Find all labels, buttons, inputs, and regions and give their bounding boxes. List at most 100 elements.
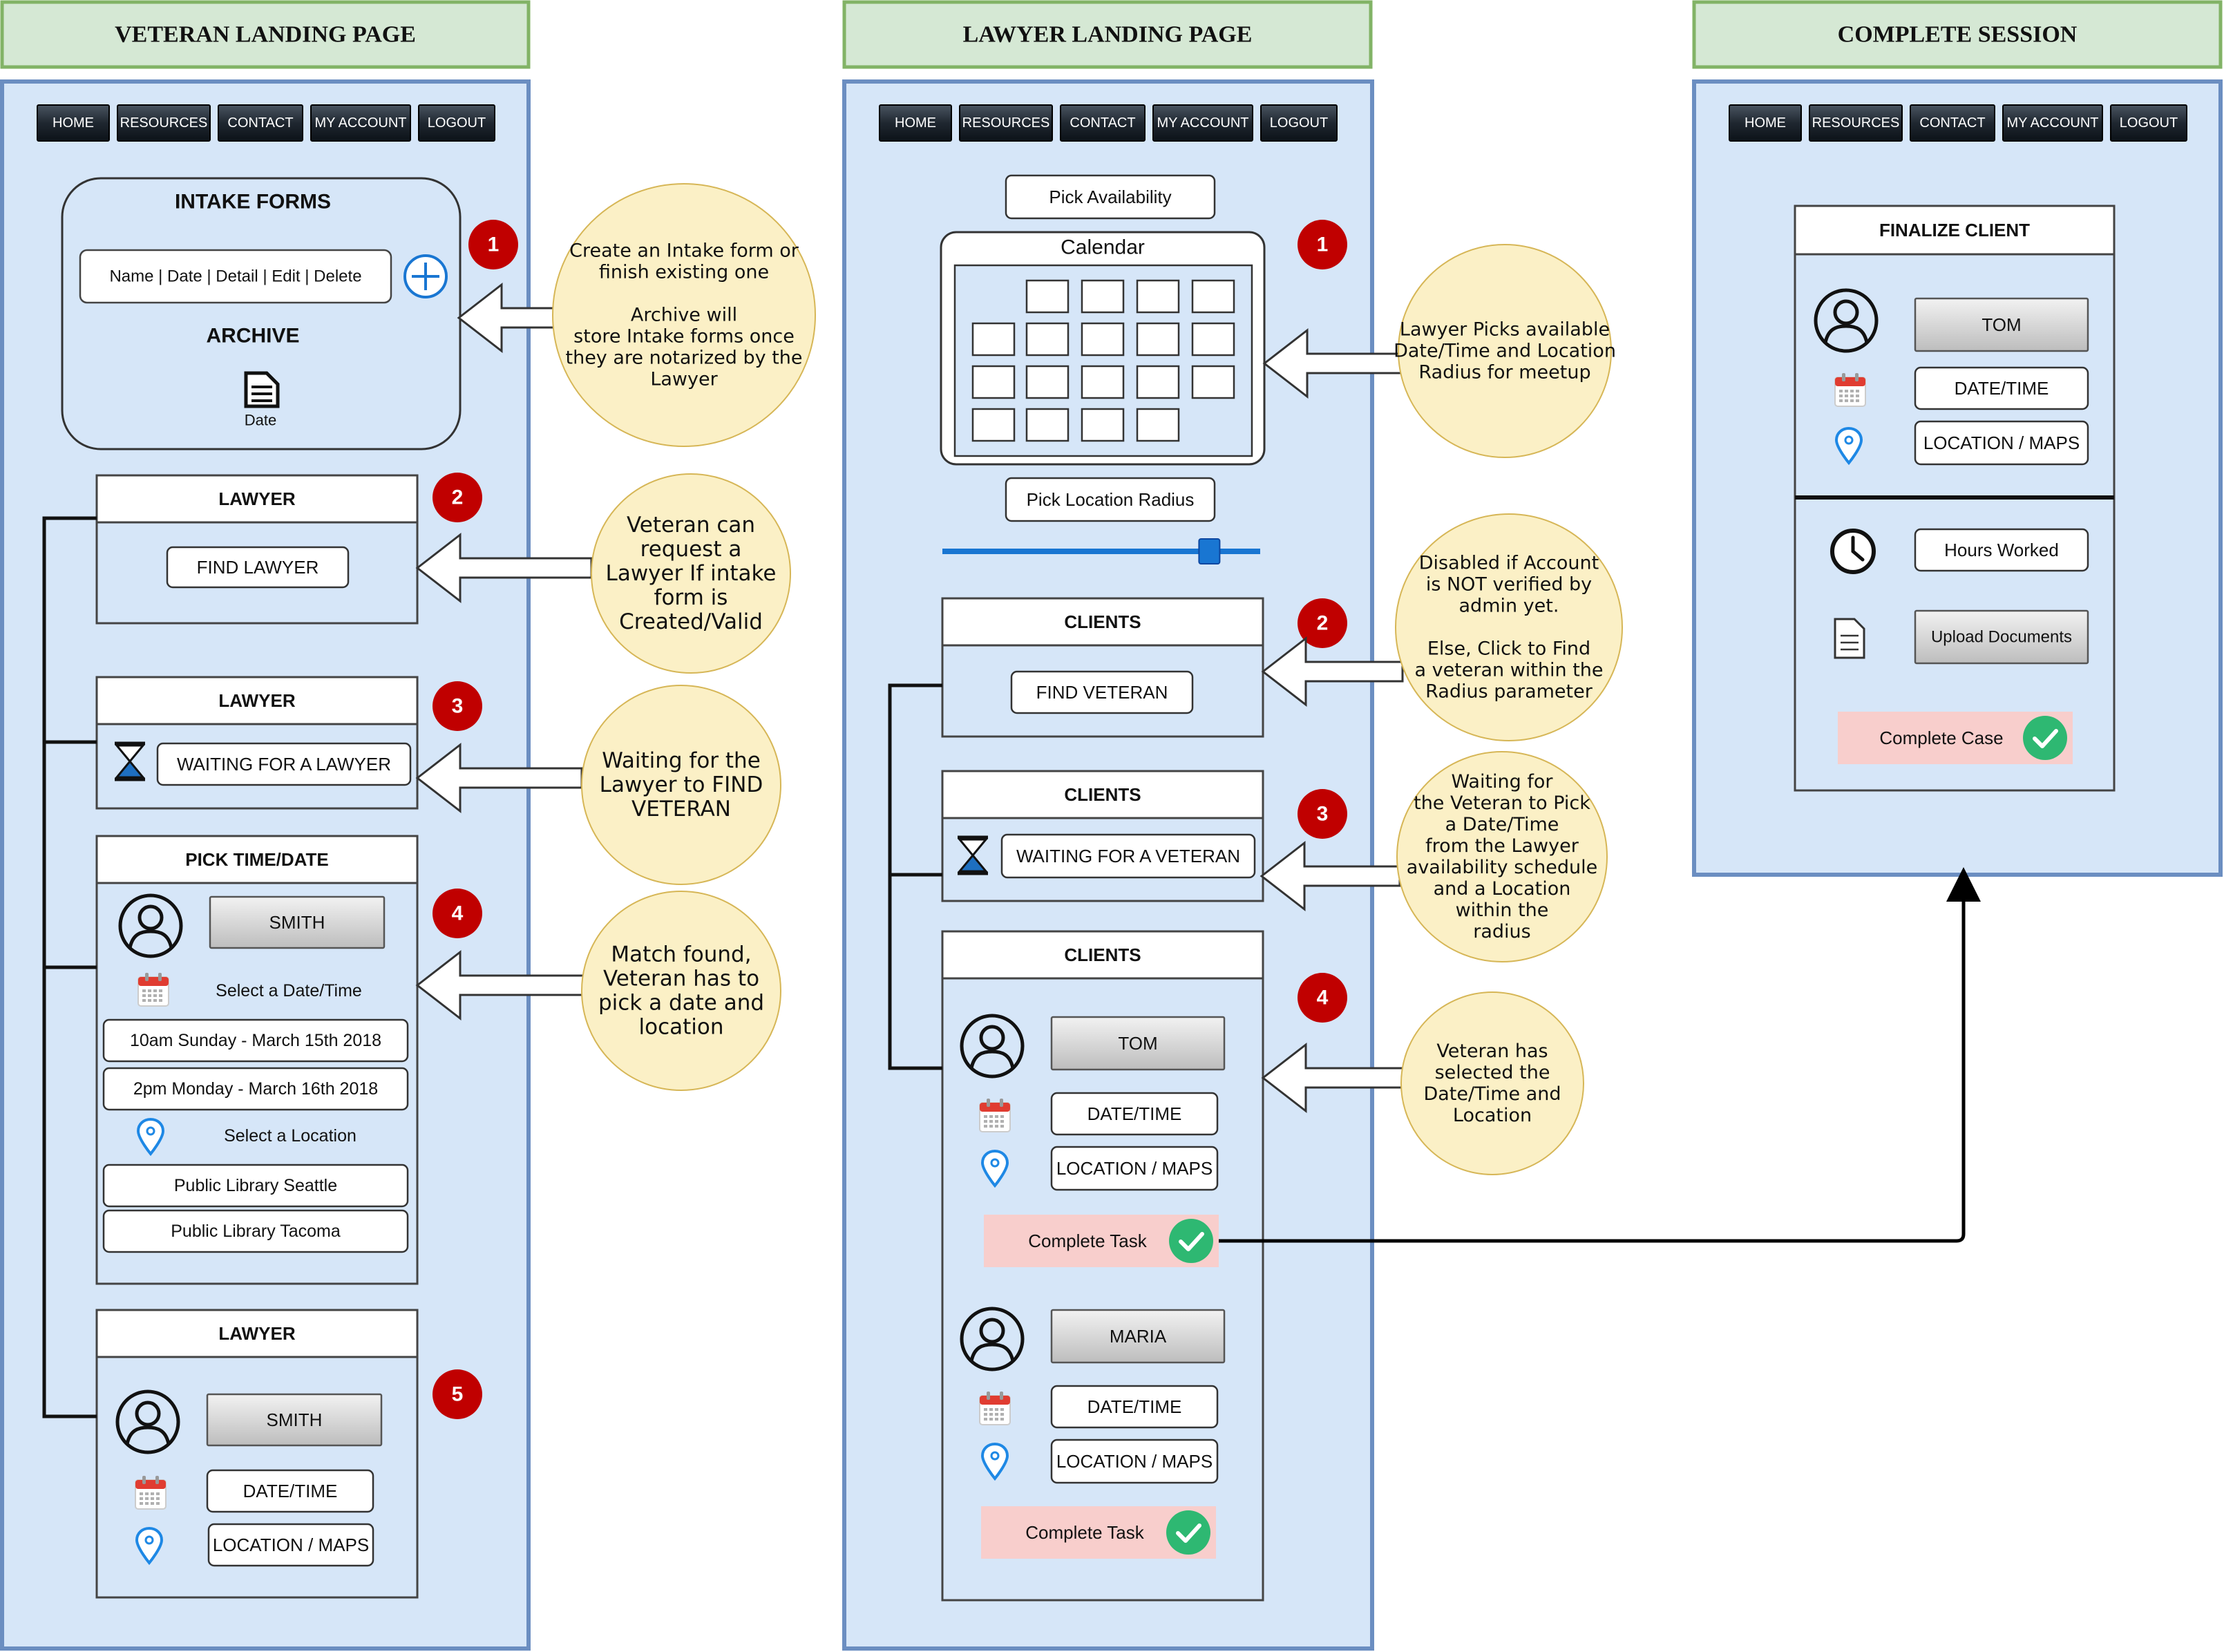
location-maps-button-bg[interactable] <box>1914 420 2089 466</box>
nav-contact-button[interactable]: CONTACT <box>1060 104 1146 142</box>
pick-availability-button[interactable]: Pick Availability <box>1005 174 1216 220</box>
location-maps-button-label[interactable]: LOCATION / MAPS <box>1923 433 2080 453</box>
pick-availability-button-label[interactable]: Pick Availability <box>1049 187 1171 207</box>
calendar-day-cell[interactable] <box>1025 408 1070 442</box>
client-name-button-bg[interactable] <box>1050 1309 1226 1364</box>
calendar-day-cell[interactable] <box>1025 365 1070 399</box>
hours-worked-button[interactable]: Hours Worked <box>1914 528 2089 572</box>
date-option-2[interactable]: 2pm Monday - March 16th 2018 <box>102 1067 409 1111</box>
find-veteran-button-label[interactable]: FIND VETERAN <box>1036 682 1168 703</box>
calendar-day-cell[interactable] <box>1081 279 1125 314</box>
upload-documents-button[interactable]: Upload Documents <box>1914 609 2089 665</box>
nav-button-bg[interactable] <box>37 104 110 142</box>
date-option-2-bg[interactable] <box>102 1067 409 1111</box>
upload-documents-button-bg[interactable] <box>1914 609 2089 665</box>
nav-label[interactable]: CONTACT <box>227 115 293 131</box>
nav-button-bg[interactable] <box>218 104 303 142</box>
datetime-button-label[interactable]: DATE/TIME <box>1087 1103 1182 1124</box>
nav-label[interactable]: CONTACT <box>1919 115 1985 131</box>
nav-button-bg[interactable] <box>117 104 211 142</box>
client-name-tom-label[interactable]: TOM <box>1981 314 2021 335</box>
intake-row-label[interactable]: Name | Date | Detail | Edit | Delete <box>109 267 361 286</box>
add-form-icon[interactable] <box>403 254 448 298</box>
nav-label[interactable]: MY ACCOUNT <box>2007 115 2099 131</box>
calendar-day-cell[interactable] <box>971 365 1016 399</box>
datetime-button-bg[interactable] <box>1914 366 2089 410</box>
location-maps-button-label[interactable]: LOCATION / MAPS <box>213 1535 369 1555</box>
upload-documents-button-label[interactable]: Upload Documents <box>1931 628 2072 647</box>
nav-button-bg[interactable] <box>310 104 411 142</box>
location-option-seattle-label[interactable]: Public Library Seattle <box>174 1176 337 1195</box>
intake-form-row[interactable]: Name | Date | Detail | Edit | Delete <box>79 249 392 304</box>
nav-resources-button[interactable]: RESOURCES <box>117 104 211 142</box>
nav-label[interactable]: LOGOUT <box>428 115 486 131</box>
location-maps-button-label[interactable]: LOCATION / MAPS <box>1056 1158 1213 1179</box>
find-lawyer-button[interactable]: FIND LAWYER <box>166 546 350 589</box>
nav-home-button[interactable]: HOME <box>37 104 110 142</box>
client-name-button[interactable]: TOM <box>1050 1016 1226 1071</box>
location-option-tacoma[interactable]: Public Library Tacoma <box>102 1209 409 1253</box>
nav-label[interactable]: RESOURCES <box>962 115 1050 131</box>
nav-button-bg[interactable] <box>1260 104 1338 142</box>
location-maps-button-bg[interactable] <box>1050 1146 1219 1191</box>
calendar-day-cell[interactable] <box>1136 279 1180 314</box>
datetime-button[interactable]: DATE/TIME <box>1914 366 2089 410</box>
nav-label[interactable]: HOME <box>53 115 94 131</box>
calendar-day-cell[interactable] <box>1191 365 1235 399</box>
location-maps-button[interactable]: LOCATION / MAPS <box>207 1523 374 1567</box>
datetime-button-bg[interactable] <box>206 1469 374 1513</box>
nav-button-bg[interactable] <box>2110 104 2187 142</box>
date-option-1-label[interactable]: 10am Sunday - March 15th 2018 <box>130 1031 381 1050</box>
nav-contact-button[interactable]: CONTACT <box>1910 104 1995 142</box>
calendar-day-cell[interactable] <box>1136 408 1180 442</box>
datetime-button-bg[interactable] <box>1050 1385 1219 1429</box>
nav-label[interactable]: MY ACCOUNT <box>1157 115 1249 131</box>
calendar-day-cell[interactable] <box>1081 365 1125 399</box>
nav-button-bg[interactable] <box>418 104 495 142</box>
nav-logout-button[interactable]: LOGOUT <box>418 104 495 142</box>
nav-label[interactable]: LOGOUT <box>2120 115 2178 131</box>
hours-worked-button-bg[interactable] <box>1914 528 2089 572</box>
pick-location-radius-button[interactable]: Pick Location Radius <box>1005 477 1216 522</box>
datetime-button[interactable]: DATE/TIME <box>1050 1092 1219 1136</box>
pick-location-radius-button-label[interactable]: Pick Location Radius <box>1027 489 1195 510</box>
nav-label[interactable]: RESOURCES <box>1812 115 1900 131</box>
nav-button-bg[interactable] <box>1060 104 1146 142</box>
waiting-veteran-status[interactable]: WAITING FOR A VETERAN <box>1000 833 1256 879</box>
calendar-day-cell[interactable] <box>1136 365 1180 399</box>
plus-glyph[interactable] <box>412 263 439 290</box>
find-lawyer-button-bg[interactable] <box>166 546 350 589</box>
client-name-tom[interactable]: TOM <box>1914 297 2089 352</box>
calendar-widget[interactable]: Calendar <box>940 231 1266 466</box>
nav-home-button[interactable]: HOME <box>1729 104 1802 142</box>
complete-task-maria[interactable]: Complete Task <box>981 1506 1216 1559</box>
lawyer-name-smith-bg[interactable] <box>209 895 386 949</box>
client-name-button[interactable]: MARIA <box>1050 1309 1226 1364</box>
location-maps-button-label[interactable]: LOCATION / MAPS <box>1056 1451 1213 1472</box>
nav-button-bg[interactable] <box>959 104 1053 142</box>
date-option-2-label[interactable]: 2pm Monday - March 16th 2018 <box>133 1079 378 1099</box>
lawyer-name-smith-confirmed-label[interactable]: SMITH <box>267 1409 323 1430</box>
calendar-day-cell[interactable] <box>1025 279 1070 314</box>
nav-label[interactable]: HOME <box>895 115 936 131</box>
slider-thumb[interactable] <box>1198 538 1221 564</box>
find-veteran-button[interactable]: FIND VETERAN <box>1010 670 1194 714</box>
nav-my-account-button[interactable]: MY ACCOUNT <box>1152 104 1253 142</box>
datetime-button[interactable]: DATE/TIME <box>1050 1385 1219 1429</box>
nav-my-account-button[interactable]: MY ACCOUNT <box>310 104 411 142</box>
date-option-1[interactable]: 10am Sunday - March 15th 2018 <box>102 1018 409 1063</box>
calendar-day-cell[interactable] <box>1081 322 1125 357</box>
datetime-button[interactable]: DATE/TIME <box>206 1469 374 1513</box>
location-maps-button-bg[interactable] <box>1050 1439 1219 1484</box>
find-lawyer-button-label[interactable]: FIND LAWYER <box>197 557 319 578</box>
client-name-tom-bg[interactable] <box>1914 297 2089 352</box>
location-option-tacoma-bg[interactable] <box>102 1209 409 1253</box>
nav-label[interactable]: LOGOUT <box>1270 115 1328 131</box>
datetime-button-label[interactable]: DATE/TIME <box>243 1481 338 1501</box>
nav-button-bg[interactable] <box>1910 104 1995 142</box>
calendar-day-cell[interactable] <box>1136 322 1180 357</box>
nav-button-bg[interactable] <box>1809 104 1903 142</box>
complete-task-tom[interactable]: Complete Task <box>984 1215 1219 1267</box>
waiting-lawyer-status[interactable]: WAITING FOR A LAWYER <box>156 742 412 786</box>
complete-task-tom-label[interactable]: Complete Task <box>1028 1231 1147 1251</box>
